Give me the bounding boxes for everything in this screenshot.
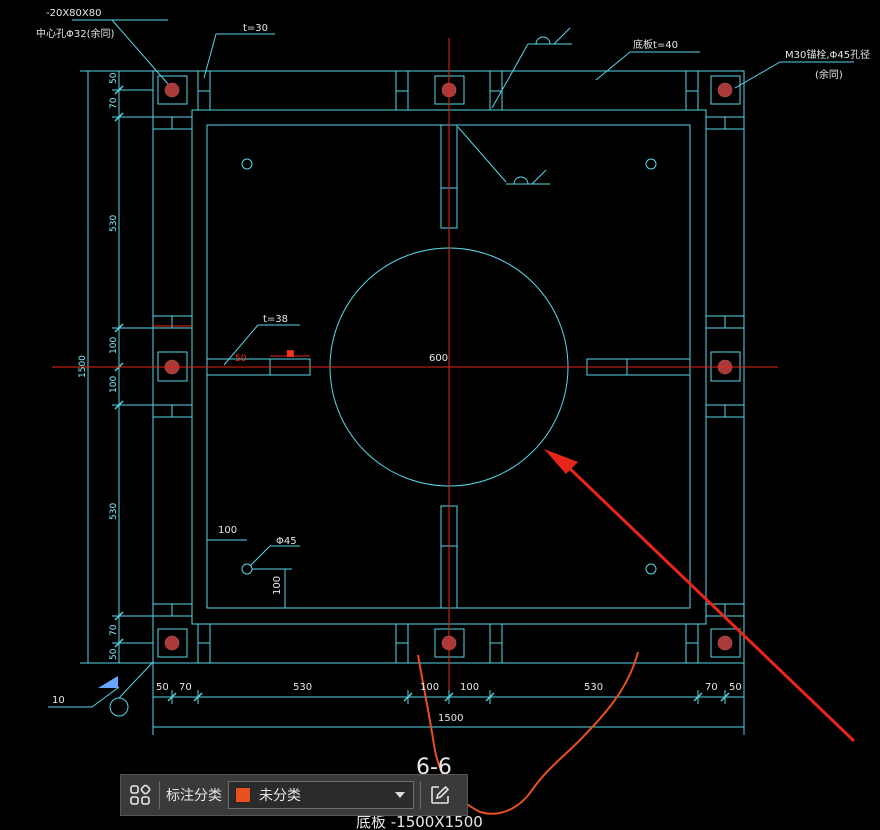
bolt-box-tr (710, 75, 741, 105)
red-mark-a: 50 (235, 354, 247, 364)
edit-button[interactable] (421, 775, 459, 815)
dim-left-total: 1500 (78, 355, 88, 378)
chevron-down-icon (395, 792, 405, 798)
dim-bottom-70-l: 70 (179, 682, 192, 693)
callout-rib-t38: t=38 (263, 314, 288, 325)
section-subtitle: 底板 -1500X1500 (356, 813, 483, 830)
dim-left-70-top: 70 (109, 97, 119, 109)
bolt-box-bl (157, 628, 188, 658)
bolt-bl (164, 635, 180, 651)
pointer-arrow-shaft (560, 459, 856, 743)
dim-left-70-bottom: 70 (109, 624, 119, 636)
dim-bottom-50-l: 50 (156, 682, 169, 693)
bolt-tl (164, 82, 180, 98)
callout-anchor-bolt: M30锚栓,Φ45孔径 (785, 48, 870, 61)
annotation-toolbar: 标注分类 未分类 (120, 774, 468, 816)
toolbar-divider (159, 781, 160, 809)
bolt-tr (717, 82, 733, 98)
small-hole-br (645, 563, 657, 575)
bolt-br (717, 635, 733, 651)
bolt-box-br (710, 628, 741, 658)
small-hole-tr (645, 158, 657, 170)
bolt-box-tl (157, 75, 188, 105)
annotation-category-select[interactable]: 未分类 (228, 781, 414, 809)
dim-bottom-70-r: 70 (705, 682, 718, 693)
dim-bottom-50-r: 50 (729, 682, 742, 693)
dim-bottom-total: 1500 (438, 713, 463, 724)
dim-bottom-530-l: 530 (293, 682, 312, 693)
dim-left-100-b: 100 (109, 376, 119, 393)
dim-circle-600: 600 (429, 353, 448, 364)
weld-size-10: 10 (52, 695, 65, 706)
category-selected-value: 未分类 (259, 788, 301, 804)
dim-left-50-bottom: 50 (109, 648, 119, 660)
callout-base-plate: 底板t=40 (633, 38, 678, 51)
callout-hole-d45: Φ45 (276, 536, 297, 547)
red-mark-b: ■ (286, 349, 295, 359)
dim-left-530-top: 530 (109, 215, 119, 232)
callout-plate-size: -20X80X80 (46, 8, 101, 19)
dim-hole-offset-x: 100 (218, 525, 237, 536)
grid-icon-button[interactable] (121, 775, 159, 815)
pointer-arrow-head (544, 449, 578, 474)
dim-bottom-100-l: 100 (420, 682, 439, 693)
annotation-sketch-line (417, 651, 639, 815)
callout-center-hole: 中心孔Φ32(余同) (36, 27, 114, 40)
dim-hole-offset-y: 100 (272, 576, 283, 595)
edit-icon (431, 785, 450, 804)
dim-left-530-bottom: 530 (109, 503, 119, 520)
dim-bottom-100-r: 100 (460, 682, 479, 693)
toolbar-divider (420, 781, 421, 809)
category-color-swatch (235, 787, 251, 803)
callout-rib-t30: t=30 (243, 23, 268, 34)
weld-circle (109, 697, 129, 717)
dim-left-50-top: 50 (109, 72, 119, 84)
grid-icon (130, 784, 151, 805)
annotation-category-label: 标注分类 (166, 788, 222, 804)
small-hole-tl (241, 158, 253, 170)
dim-left-100-a: 100 (109, 337, 119, 354)
callout-anchor-bolt-note: (余同) (815, 68, 843, 81)
dim-bottom-530-r: 530 (584, 682, 603, 693)
